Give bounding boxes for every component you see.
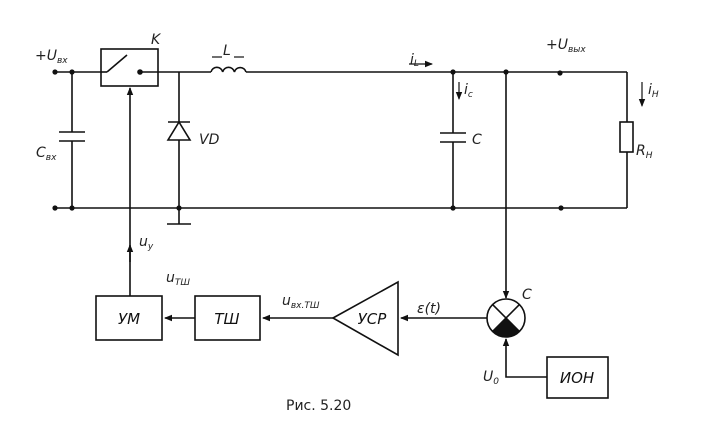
control-signal-label: uу xyxy=(139,234,154,252)
inductor-label: L xyxy=(223,43,231,59)
pwm-input-label: uвх.ТШ xyxy=(282,293,320,311)
reference-line xyxy=(502,338,547,378)
load-current-label: iН xyxy=(648,82,659,100)
output-voltage-label: +Uвых xyxy=(546,37,586,55)
switch-k xyxy=(100,48,159,87)
pwm-block xyxy=(194,295,261,341)
pwm-label: ТШ xyxy=(214,310,239,328)
error-amp-block xyxy=(331,280,399,357)
comparator-label: C xyxy=(522,287,532,303)
output-capacitor xyxy=(440,69,466,211)
inductor-current-label: iL xyxy=(410,52,419,69)
error-amp-label: УСР xyxy=(358,310,388,328)
power-amp-block xyxy=(95,295,163,341)
figure-caption: Рис. 5.20 xyxy=(286,398,351,414)
input-ground-dot xyxy=(52,205,58,211)
comparator xyxy=(486,298,526,338)
diode-vd xyxy=(166,72,192,225)
error-signal-label: ε(t) xyxy=(417,301,441,317)
reference-block xyxy=(546,356,609,399)
input-capacitor-label: Cвх xyxy=(36,145,57,163)
load-resistor xyxy=(619,72,634,208)
capacitor-current-label: ic xyxy=(464,82,473,100)
inductor xyxy=(210,56,247,73)
diode-label: VD xyxy=(199,132,220,148)
input-capacitor xyxy=(59,72,85,208)
switch-label: K xyxy=(151,32,162,48)
power-amp-label: УМ xyxy=(118,310,140,328)
pwm-output-label: uТШ xyxy=(166,270,190,288)
output-terminal-dot xyxy=(557,70,563,76)
reference-voltage-label: U0 xyxy=(483,369,499,387)
output-ground-dot xyxy=(558,205,564,211)
output-capacitor-label: C xyxy=(472,132,482,148)
reference-label: ИОН xyxy=(560,369,594,387)
input-voltage-label: +Uвх xyxy=(35,48,68,66)
load-resistor-label: RН xyxy=(636,143,653,161)
input-terminal-dot xyxy=(52,69,58,75)
